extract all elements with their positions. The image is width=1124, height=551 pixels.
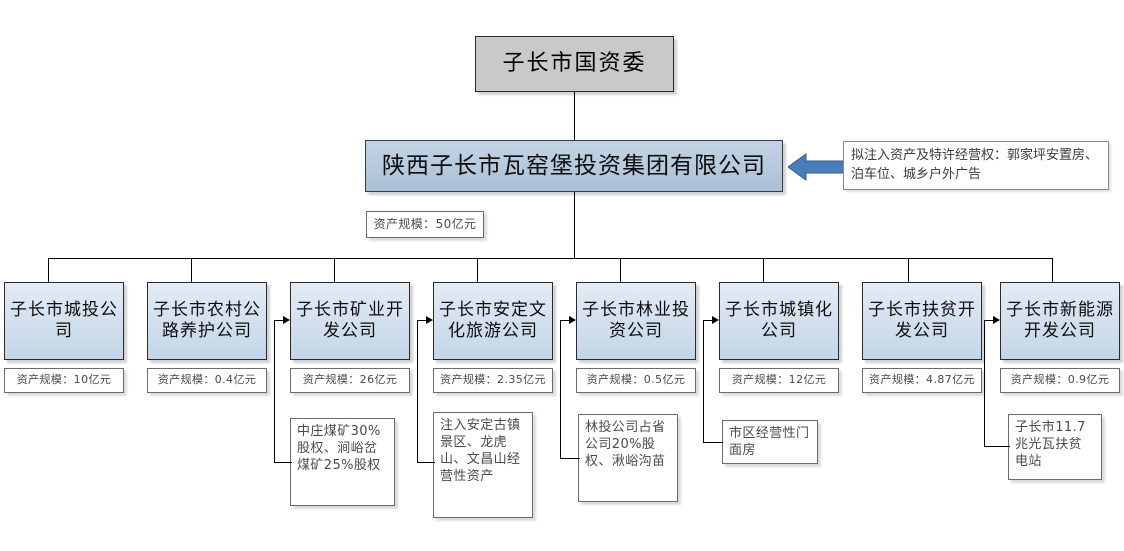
node-subsidiary-2[interactable]: 子长市农村公路养护公司 [147,282,267,360]
node-subsidiary-6[interactable]: 子长市城镇化公司 [719,282,839,360]
node-subsidiary-4[interactable]: 子长市安定文化旅游公司 [433,282,553,360]
node-subsidiary-8-label: 子长市新能源开发公司 [1006,300,1114,341]
connector-drop-2 [191,258,192,282]
detail-box-3: 中庄煤矿30%股权、涧峪岔煤矿25%股权 [290,418,395,506]
note-asset-scale-8: 资产规模：0.9亿元 [1000,368,1120,393]
note-asset-scale-4: 资产规模：2.35亿元 [433,368,553,393]
note-asset-scale-1: 资产规模：10亿元 [4,368,124,393]
detail-box-8-text: 子长市11.7兆光瓦扶贫电站 [1015,420,1086,470]
elbow-5-v [560,320,561,458]
elbow-3-v [274,320,275,462]
elbow-5-arrowhead-icon [569,316,576,324]
note-asset-scale-5: 资产规模：0.5亿元 [576,368,696,393]
connector-bus-horizontal [48,258,1052,259]
node-subsidiary-7-label: 子长市扶贫开发公司 [868,300,976,341]
elbow-4-arrowhead-icon [426,316,433,324]
elbow-3-in [274,320,288,321]
connector-drop-8 [1052,258,1053,282]
elbow-6-v [703,320,704,442]
connector-drop-5 [620,258,621,282]
elbow-4-in [417,320,431,321]
connector-drop-1 [48,258,49,282]
note-main-asset-scale: 资产规模：50亿元 [366,211,484,238]
note-asset-scale-2-text: 资产规模：0.4亿元 [157,373,257,387]
callout-inject-assets-text: 拟注入资产及特许经营权：郭家坪安置房、泊车位、城乡户外广告 [851,148,1099,182]
note-asset-scale-4-text: 资产规模：2.35亿元 [440,373,546,387]
node-subsidiary-3[interactable]: 子长市矿业开发公司 [290,282,410,360]
elbow-8-arrowhead-icon [993,316,1000,324]
node-subsidiary-3-label: 子长市矿业开发公司 [296,300,404,341]
elbow-8-v [984,320,985,446]
note-asset-scale-1-text: 资产规模：10亿元 [16,373,112,387]
elbow-6-arrowhead-icon [712,316,719,324]
detail-box-5-text: 林投公司占省公司20%股权、湫峪沟苗 [585,420,666,470]
elbow-8-in [984,320,997,321]
node-subsidiary-1[interactable]: 子长市城投公司 [4,282,124,360]
detail-box-6-text: 市区经营性门面房 [729,426,810,459]
node-root-sasac[interactable]: 子长市国资委 [475,36,674,92]
node-root-label: 子长市国资委 [502,50,647,76]
node-main-company[interactable]: 陕西子长市瓦窑堡投资集团有限公司 [365,140,783,192]
detail-box-5: 林投公司占省公司20%股权、湫峪沟苗 [578,414,678,502]
note-asset-scale-5-text: 资产规模：0.5亿元 [586,373,686,387]
detail-box-6: 市区经营性门面房 [722,420,818,464]
callout-inject-assets: 拟注入资产及特许经营权：郭家坪安置房、泊车位、城乡户外广告 [843,141,1109,190]
connector-root-to-main [574,92,575,140]
node-subsidiary-4-label: 子长市安定文化旅游公司 [439,300,547,341]
node-subsidiary-6-label: 子长市城镇化公司 [725,300,833,341]
node-subsidiary-5[interactable]: 子长市林业投资公司 [576,282,696,360]
note-asset-scale-7-text: 资产规模：4.87亿元 [869,373,975,387]
elbow-4-h [417,462,435,463]
elbow-8-h [984,446,1010,447]
node-subsidiary-2-label: 子长市农村公路养护公司 [153,300,261,341]
detail-box-8: 子长市11.7兆光瓦扶贫电站 [1008,414,1102,480]
note-main-asset-scale-text: 资产规模：50亿元 [373,217,477,232]
inject-assets-arrow-icon [788,153,844,181]
elbow-3-arrowhead-icon [283,316,290,324]
note-asset-scale-6-text: 资产规模：12亿元 [731,373,827,387]
detail-box-4: 注入安定古镇景区、龙虎山、文昌山经营性资产 [433,412,533,518]
connector-main-to-bus [574,192,575,258]
elbow-6-h [703,442,723,443]
note-asset-scale-8-text: 资产规模：0.9亿元 [1010,373,1110,387]
node-subsidiary-5-label: 子长市林业投资公司 [582,300,690,341]
detail-box-3-text: 中庄煤矿30%股权、涧峪岔煤矿25%股权 [297,424,381,474]
node-subsidiary-7[interactable]: 子长市扶贫开发公司 [862,282,982,360]
node-subsidiary-1-label: 子长市城投公司 [10,300,118,341]
note-asset-scale-3: 资产规模：26亿元 [290,368,410,393]
elbow-5-h [560,458,580,459]
note-asset-scale-3-text: 资产规模：26亿元 [302,373,398,387]
node-main-company-label: 陕西子长市瓦窑堡投资集团有限公司 [382,152,766,179]
node-subsidiary-8[interactable]: 子长市新能源开发公司 [1000,282,1120,360]
note-asset-scale-7: 资产规模：4.87亿元 [862,368,982,393]
elbow-5-in [560,320,574,321]
elbow-3-h [274,462,292,463]
detail-box-4-text: 注入安定古镇景区、龙虎山、文昌山经营性资产 [440,418,521,485]
elbow-6-in [703,320,717,321]
note-asset-scale-6: 资产规模：12亿元 [719,368,839,393]
connector-drop-4 [477,258,478,282]
connector-drop-7 [908,258,909,282]
connector-drop-3 [334,258,335,282]
note-asset-scale-2: 资产规模：0.4亿元 [147,368,267,393]
elbow-4-v [417,320,418,462]
connector-drop-6 [763,258,764,282]
